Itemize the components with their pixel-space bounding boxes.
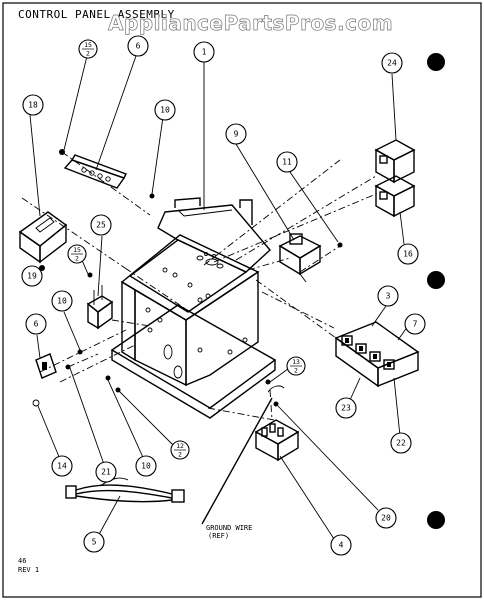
- callout-10-bot: 10: [135, 455, 157, 477]
- svg-text:21: 21: [101, 468, 111, 477]
- screw-10-top-icon: [149, 193, 155, 199]
- page-number: 46: [18, 557, 26, 565]
- svg-text:10: 10: [160, 106, 170, 115]
- svg-text:11: 11: [282, 158, 292, 167]
- watermark: AppliancePartsPros.com: [108, 11, 393, 35]
- callout-10-top: 10: [154, 99, 176, 121]
- revision-label: REV 1: [18, 566, 39, 574]
- callout-3: 3: [377, 285, 399, 307]
- bracket-part-18: [18, 211, 68, 264]
- callout-7: 7: [404, 313, 426, 335]
- callout-14: 14: [51, 455, 73, 477]
- svg-text:2: 2: [294, 367, 298, 375]
- callout-23: 23: [335, 397, 357, 419]
- callout-24: 24: [381, 52, 403, 74]
- callout-15-2-top: 15 2: [78, 39, 98, 59]
- svg-text:16: 16: [403, 250, 413, 259]
- svg-text:6: 6: [34, 320, 39, 329]
- callout-1: 1: [193, 41, 215, 63]
- terminal-strip-part-6: [63, 154, 127, 189]
- callout-15-2-left: 15 2: [67, 244, 87, 264]
- svg-text:2: 2: [75, 255, 79, 263]
- svg-text:10: 10: [141, 462, 151, 471]
- svg-text:13: 13: [292, 358, 300, 366]
- leader-lines: [29, 51, 411, 543]
- relay-part-25: [86, 285, 114, 330]
- screw-10-bot-icon: [105, 375, 111, 381]
- binder-hole-middle: [427, 271, 445, 289]
- ground-wire-label-line1: GROUND WIRE: [206, 524, 252, 532]
- screw-20-icon: [273, 401, 279, 407]
- screw-19-icon: [39, 265, 45, 271]
- callout-6-left: 6: [25, 313, 47, 335]
- connector-part-24: [374, 139, 416, 184]
- svg-text:7: 7: [413, 320, 418, 329]
- switch-block: [334, 321, 420, 388]
- svg-text:14: 14: [57, 462, 67, 471]
- svg-text:18: 18: [28, 101, 38, 110]
- svg-text:12: 12: [176, 442, 184, 450]
- screw-10-mid-icon: [77, 349, 83, 355]
- callout-5: 5: [83, 531, 105, 553]
- screw-11-icon: [337, 242, 343, 248]
- svg-text:10: 10: [57, 297, 67, 306]
- wire-harness-part-5: [65, 477, 185, 503]
- binder-hole-bottom: [427, 511, 445, 529]
- binder-hole-top: [427, 53, 445, 71]
- svg-text:20: 20: [381, 514, 391, 523]
- washer-14-icon: [32, 399, 40, 407]
- svg-text:5: 5: [92, 538, 97, 547]
- screw-15-left-icon: [87, 272, 93, 278]
- callout-16: 16: [397, 243, 419, 265]
- callout-13-2: 13 2: [286, 356, 306, 376]
- ground-wire-label-line2: (REF): [208, 532, 229, 540]
- svg-text:4: 4: [339, 541, 344, 550]
- callout-22: 22: [390, 432, 412, 454]
- svg-text:1: 1: [202, 48, 207, 57]
- svg-text:3: 3: [386, 292, 391, 301]
- rocker-switch-part-6: [35, 353, 57, 379]
- svg-text:2: 2: [86, 50, 90, 58]
- svg-text:25: 25: [96, 221, 106, 230]
- callout-6-top: 6: [127, 35, 149, 57]
- svg-text:24: 24: [387, 59, 397, 68]
- diagram-title: CONTROL PANEL ASSEMBLY: [18, 8, 175, 21]
- svg-text:15: 15: [73, 246, 81, 254]
- callout-10-mid: 10: [51, 290, 73, 312]
- svg-text:9: 9: [234, 130, 239, 139]
- terminal-block-part-4: [254, 419, 300, 462]
- svg-text:23: 23: [341, 404, 351, 413]
- svg-text:19: 19: [27, 272, 37, 281]
- transformer-part-9: [278, 233, 322, 283]
- svg-text:6: 6: [136, 42, 141, 51]
- svg-text:22: 22: [396, 439, 406, 448]
- svg-text:15: 15: [84, 41, 92, 49]
- callout-21: 21: [95, 461, 117, 483]
- callout-20: 20: [375, 507, 397, 529]
- chassis-part-1: [110, 197, 277, 419]
- callout-18: 18: [22, 94, 44, 116]
- callout-9: 9: [225, 123, 247, 145]
- screw-13-icon: [265, 379, 271, 385]
- callout-12-2: 12 2: [170, 440, 190, 460]
- svg-text:2: 2: [178, 451, 182, 459]
- callout-19: 19: [21, 265, 43, 287]
- callout-25: 25: [90, 214, 112, 236]
- connector-part-16: [374, 175, 416, 218]
- ground-wire: GROUND WIRE (REF): [201, 385, 285, 540]
- callout-11: 11: [276, 151, 298, 173]
- callout-4: 4: [330, 534, 352, 556]
